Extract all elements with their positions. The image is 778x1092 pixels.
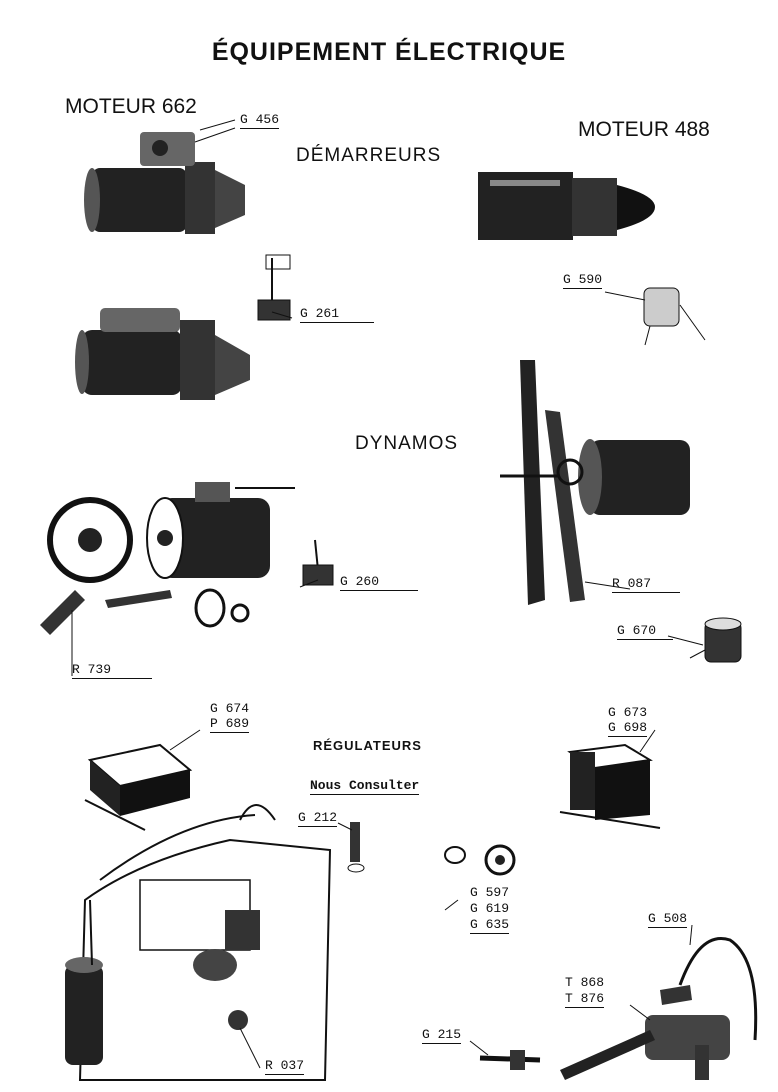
ref-r739: R 739: [72, 662, 152, 679]
engine-ignition-drawing: [65, 804, 332, 1081]
ref-g674: G 674: [210, 701, 250, 716]
leader-lines: [71, 127, 704, 1069]
ref-p689: P 689: [210, 716, 250, 733]
regulators-heading: RÉGULATEURS: [313, 738, 422, 753]
distributor-harness-drawing: [560, 937, 758, 1080]
dynamo-pulley-drawing: [40, 482, 295, 635]
plug-g212-drawing: [347, 822, 365, 873]
engine-662-heading: MOTEUR 662: [65, 95, 197, 118]
ref-g619: G 619: [470, 901, 510, 916]
ref-g215: G 215: [422, 1027, 462, 1044]
brush-g260-drawing: [302, 539, 334, 586]
ref-g670: G 670: [617, 623, 673, 640]
regulators-note: Nous Consulter: [310, 778, 420, 795]
condenser-g670-drawing: [689, 617, 742, 663]
starter-motor-662-drawing: [84, 119, 245, 234]
starters-heading: DÉMARREURS: [296, 145, 442, 166]
ref-t868: T 868: [565, 975, 605, 990]
starter-motor-488-drawing: [478, 172, 655, 240]
regulator-g673-drawing: [559, 743, 661, 829]
dynamo-fan-drawing: [500, 360, 690, 605]
ref-r087: R 087: [612, 576, 680, 593]
ref-g673: G 673: [608, 705, 648, 720]
ref-g260: G 260: [340, 574, 418, 591]
ref-g590: G 590: [563, 272, 603, 289]
starter-motor-662-alt-drawing: [75, 308, 250, 400]
ref-g261: G 261: [300, 306, 374, 323]
ref-r037: R 037: [265, 1058, 305, 1075]
regulator-g674-drawing: [84, 743, 193, 831]
ref-t876: T 876: [565, 991, 605, 1008]
solenoid-g590-drawing: [643, 287, 706, 346]
ref-g456: G 456: [240, 112, 280, 129]
plug-g215-drawing: [479, 1050, 541, 1070]
ref-g212: G 212: [298, 810, 338, 827]
switch-g597-drawing: [444, 844, 516, 876]
brush-g261-drawing: [257, 254, 291, 321]
ref-g597: G 597: [470, 885, 510, 900]
page-title: ÉQUIPEMENT ÉLECTRIQUE: [211, 38, 567, 66]
dynamos-heading: DYNAMOS: [355, 433, 459, 454]
engine-488-heading: MOTEUR 488: [578, 118, 710, 141]
ref-g698: G 698: [608, 720, 648, 737]
ref-g635: G 635: [470, 917, 510, 934]
ref-g508: G 508: [648, 911, 688, 928]
